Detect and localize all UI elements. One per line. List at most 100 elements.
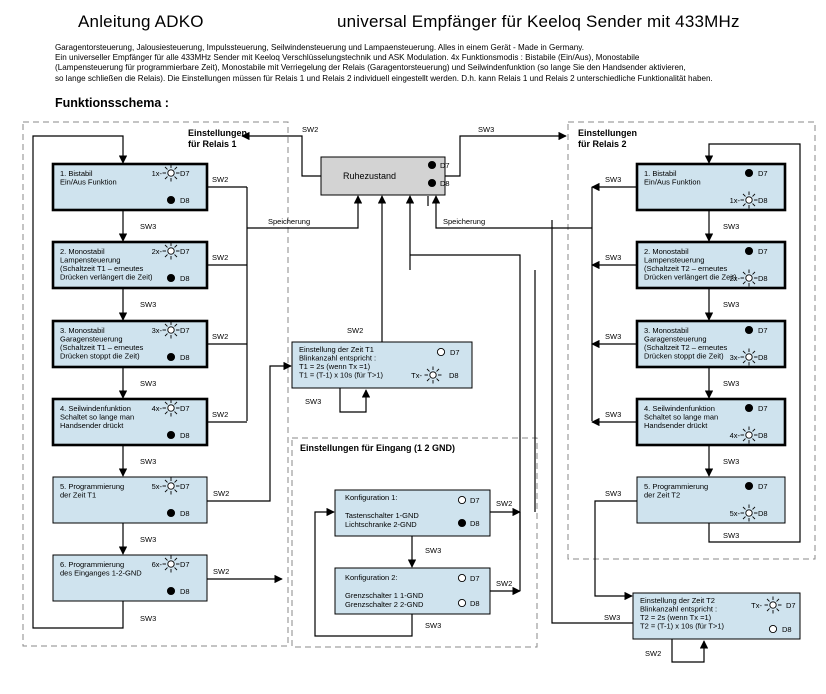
- blink-count-label: Tx-: [411, 371, 422, 380]
- box-text-line: Blinkanzahl entspricht :: [299, 354, 376, 363]
- blink-ray: [164, 333, 168, 337]
- box-frame: [635, 319, 787, 369]
- config2-box: Konfiguration 2:Grenzschalter 1 1-GNDGre…: [334, 567, 491, 615]
- led-blink-icon: [167, 560, 175, 568]
- sw3-label: SW3: [425, 621, 441, 630]
- blink-count-label: 1x-: [152, 169, 163, 178]
- sw3-label: SW3: [723, 222, 739, 231]
- led-d8-label: D8: [180, 431, 190, 440]
- blink-ray: [436, 378, 440, 382]
- led-on-icon: [166, 352, 176, 362]
- box-text-line: Lampensteuerung: [644, 256, 704, 265]
- led-blink-icon: [167, 404, 175, 412]
- led-blink-icon: [167, 482, 175, 490]
- box-frame: [51, 240, 209, 290]
- box-text-line: Lampensteuerung: [60, 256, 120, 265]
- box-text-line: Drücken verlängert die Zeit): [644, 273, 737, 282]
- led-on-icon: [457, 518, 467, 528]
- box-text-line: 2. Monostabil: [60, 247, 105, 256]
- sw3-label: SW3: [305, 397, 321, 406]
- blink-ray: [742, 203, 746, 207]
- intro-line: Garagentorsteuerung, Jalousiesteuerung, …: [55, 43, 584, 52]
- blink-ray: [752, 438, 756, 442]
- led-d8-label: D8: [758, 353, 768, 362]
- blink-ray: [164, 479, 168, 483]
- led-d7-label: D7: [470, 496, 480, 505]
- box-frame: [636, 476, 786, 524]
- led-on-icon: [166, 508, 176, 518]
- led-d8-label: D8: [758, 196, 768, 205]
- led-blink-icon: [745, 431, 753, 439]
- sw3-label: SW3: [140, 535, 156, 544]
- relay2-mode-box: 3. MonostabilGaragensteuerung(Schaltzeit…: [635, 319, 787, 369]
- blink-ray: [752, 516, 756, 520]
- led-off-icon: [436, 347, 446, 357]
- blink-ray: [174, 479, 178, 483]
- blink-ray: [752, 506, 756, 510]
- relay1-section-title: Einstellungen: [188, 128, 247, 138]
- intro-line: so lange schließen die Relais). Die Eins…: [55, 73, 713, 83]
- box-text-line: 5. Programmierung: [644, 482, 708, 491]
- relay1-mode-box: 2. MonostabilLampensteuerung(Schaltzeit …: [51, 240, 209, 290]
- sw3-label: SW3: [723, 531, 739, 540]
- box-text-line: (Schaltzeit T1 – erneutes: [60, 264, 143, 273]
- led-blink-icon: [429, 371, 437, 379]
- schema-title: Funktionsschema :: [55, 96, 169, 110]
- relay2-section-title: für Relais 2: [578, 139, 627, 149]
- box-text-line: 5. Programmierung: [60, 482, 124, 491]
- blink-ray: [776, 598, 780, 602]
- box-text-line: T1 = (T-1) x 10s (für T>1): [299, 371, 384, 380]
- blink-ray: [436, 368, 440, 372]
- blink-ray: [752, 350, 756, 354]
- box-text-line: (Schaltzeit T1 – erneutes: [60, 343, 143, 352]
- led-on-icon: [744, 481, 754, 491]
- blink-ray: [174, 166, 178, 170]
- box-frame: [51, 162, 209, 212]
- blink-ray: [164, 166, 168, 170]
- box-text-line: 4. Seilwindenfunktion: [644, 404, 715, 413]
- sw2-label: SW2: [496, 579, 512, 588]
- box-text-line: Ein/Aus Funktion: [644, 178, 701, 187]
- box-text-line: Tastenschalter 1-GND: [345, 511, 419, 520]
- blink-ray: [164, 244, 168, 248]
- box-text-line: Handsender drückt: [644, 421, 708, 430]
- speicherung-arrow: [247, 195, 363, 229]
- led-d7-label: D7: [786, 601, 796, 610]
- sw3-label: SW3: [723, 300, 739, 309]
- box-text-line: 4. Seilwindenfunktion: [60, 404, 131, 413]
- blink-ray: [742, 428, 746, 432]
- sw2-label: SW2: [496, 499, 512, 508]
- sw3-label: SW3: [604, 613, 620, 622]
- box-text-line: Konfiguration 2:: [345, 573, 398, 582]
- blink-ray: [174, 176, 178, 180]
- box-text-line: des Einganges 1-2-GND: [60, 569, 142, 578]
- intro-line: (Lampensteuerung für programmierbare Zei…: [55, 63, 686, 73]
- box-text-line: Schaltet so lange man: [60, 413, 134, 422]
- led-d7-label: D7: [180, 247, 190, 256]
- ruhezustand-label: Ruhezustand: [343, 171, 396, 181]
- led-d8-label: D8: [470, 599, 480, 608]
- blink-ray: [164, 176, 168, 180]
- led-d8-label: D8: [470, 519, 480, 528]
- blink-ray: [174, 411, 178, 415]
- time-t2-return: [551, 220, 633, 624]
- led-on-icon: [427, 160, 437, 170]
- box-text-line: T1 = 2s (wenn Tx =1): [299, 362, 371, 371]
- box-text-line: Konfiguration 1:: [345, 493, 398, 502]
- speicherung-arrow: [431, 195, 592, 229]
- blink-ray: [742, 350, 746, 354]
- document-title-right: universal Empfänger für Keeloq Sender mi…: [337, 12, 740, 31]
- blink-count-label: 1x-: [730, 196, 741, 205]
- box-text-line: Grenzschalter 1 1-GND: [345, 591, 424, 600]
- blink-ray: [752, 428, 756, 432]
- box-text-line: Drücken stoppt die Zeit): [60, 352, 140, 361]
- led-d8-label: D8: [180, 196, 190, 205]
- led-d8-label: D8: [758, 274, 768, 283]
- led-blink-icon: [769, 601, 777, 609]
- sw3-label: SW3: [140, 614, 156, 623]
- sw3-label: SW3: [605, 489, 621, 498]
